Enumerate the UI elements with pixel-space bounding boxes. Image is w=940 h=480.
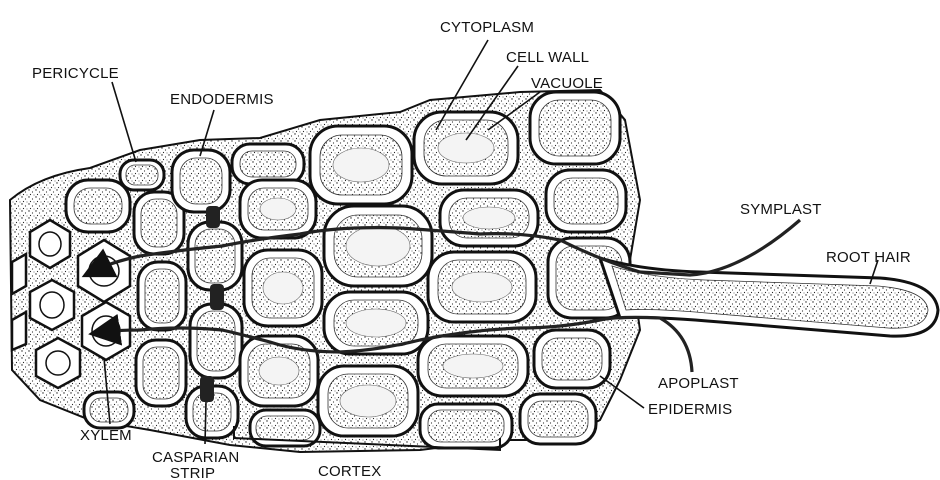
- xylem-cell: [30, 280, 74, 330]
- label-pericycle: PERICYCLE: [32, 65, 119, 82]
- cortex-cell: [318, 366, 418, 436]
- pericycle-cell: [138, 262, 186, 330]
- casparian-strip-band: [200, 376, 214, 402]
- label-casparian-strip-line2: STRIP: [170, 465, 215, 480]
- label-apoplast: APOPLAST: [658, 375, 739, 392]
- pericycle-leader: [112, 82, 136, 162]
- label-vacuole: VACUOLE: [531, 75, 603, 92]
- pericycle-cell: [120, 160, 164, 190]
- cortex-cell: [414, 112, 518, 184]
- cortex-cell: [428, 252, 536, 322]
- cortex-cell: [240, 180, 316, 238]
- casparian-strip-band: [210, 284, 224, 310]
- label-symplast: SYMPLAST: [740, 201, 822, 218]
- cortex-cell: [324, 206, 432, 286]
- cortex-cell: [440, 190, 538, 246]
- cortex-cell: [310, 126, 412, 204]
- label-casparian-strip-line1: CASPARIAN: [152, 449, 239, 466]
- cortex-cell: [244, 250, 322, 326]
- label-xylem: XYLEM: [80, 427, 132, 444]
- epidermis-cell: [520, 394, 596, 444]
- label-endodermis: ENDODERMIS: [170, 91, 274, 108]
- cortex-cell: [324, 292, 428, 354]
- cortex-cell: [420, 404, 512, 448]
- root-hair: [600, 258, 938, 336]
- xylem-cell: [12, 312, 26, 350]
- label-cortex: CORTEX: [318, 463, 381, 480]
- xylem-cell: [36, 338, 80, 388]
- endodermis-cell: [188, 222, 242, 290]
- epidermis-cell: [546, 170, 626, 232]
- cortex-cell: [240, 336, 318, 406]
- label-cytoplasm: CYTOPLASM: [440, 19, 534, 36]
- casparian-strip-band: [206, 206, 220, 228]
- xylem-cell: [12, 254, 26, 294]
- label-epidermis: EPIDERMIS: [648, 401, 732, 418]
- pericycle-cell: [136, 340, 186, 406]
- endodermis-cell: [172, 150, 230, 212]
- xylem-cell: [30, 220, 70, 268]
- epidermis-cell: [534, 330, 610, 388]
- pericycle-cell: [66, 180, 130, 232]
- label-root-hair: ROOT HAIR: [826, 249, 911, 266]
- endodermis-cell: [190, 304, 242, 378]
- cortex-cell: [232, 144, 304, 184]
- epidermis-cell: [530, 92, 620, 164]
- casparian-strip-leader: [205, 402, 206, 444]
- label-cell-wall: CELL WALL: [506, 49, 589, 66]
- cortex-cell: [418, 336, 528, 396]
